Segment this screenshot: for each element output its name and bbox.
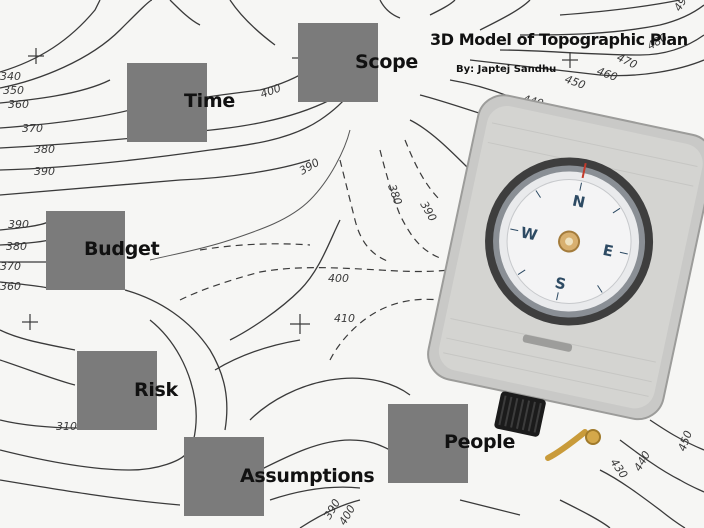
- contour-label: 430: [608, 456, 631, 481]
- contour-label: 410: [334, 312, 355, 325]
- compass-west-letter: W: [519, 223, 539, 244]
- contour-label: 360: [8, 98, 29, 111]
- topic-label-risk[interactable]: Risk: [134, 379, 178, 401]
- contour-label: 390: [417, 199, 439, 224]
- topic-box-budget[interactable]: [46, 211, 125, 290]
- contour-label: 470: [615, 51, 640, 72]
- contour-label: 390: [297, 156, 322, 178]
- topic-box-scope[interactable]: [298, 23, 378, 102]
- contour-label: 380: [6, 240, 27, 253]
- contour-label: 460: [595, 65, 619, 84]
- contour-label: 390: [8, 218, 29, 231]
- compass-south-letter: S: [553, 274, 567, 294]
- topic-label-people[interactable]: People: [444, 431, 516, 453]
- contour-label: 380: [34, 143, 55, 156]
- topic-box-risk[interactable]: [77, 351, 157, 430]
- contour-label: 400: [328, 272, 349, 285]
- contour-label: 400: [259, 81, 283, 100]
- contour-label: 490: [671, 0, 693, 14]
- contour-label: 450: [563, 73, 587, 92]
- contour-label: 390: [34, 165, 55, 178]
- contour-label: 350: [3, 84, 24, 97]
- topic-label-budget[interactable]: Budget: [84, 238, 160, 260]
- contour-label: 370: [0, 260, 21, 273]
- slide-title: 3D Model of Topographic Plan: [430, 30, 688, 49]
- contour-label: 310: [56, 420, 77, 433]
- compass-illustration: N S E W: [427, 94, 704, 461]
- topic-box-people[interactable]: [388, 404, 468, 483]
- topic-label-time[interactable]: Time: [184, 90, 235, 112]
- topic-box-time[interactable]: [127, 63, 207, 142]
- topic-label-scope[interactable]: Scope: [355, 51, 418, 73]
- compass-north-letter: N: [571, 192, 587, 212]
- contour-label: 360: [0, 280, 21, 293]
- compass-east-letter: E: [601, 241, 615, 261]
- topic-box-assumptions[interactable]: [184, 437, 264, 516]
- contour-label: 340: [0, 70, 21, 83]
- contour-label: 450: [676, 429, 695, 453]
- contour-label: 370: [22, 122, 43, 135]
- topic-label-assumptions[interactable]: Assumptions: [240, 465, 375, 487]
- contour-label: 380: [385, 183, 404, 207]
- slide-subtitle: By: Japtej Sandhu: [456, 64, 557, 75]
